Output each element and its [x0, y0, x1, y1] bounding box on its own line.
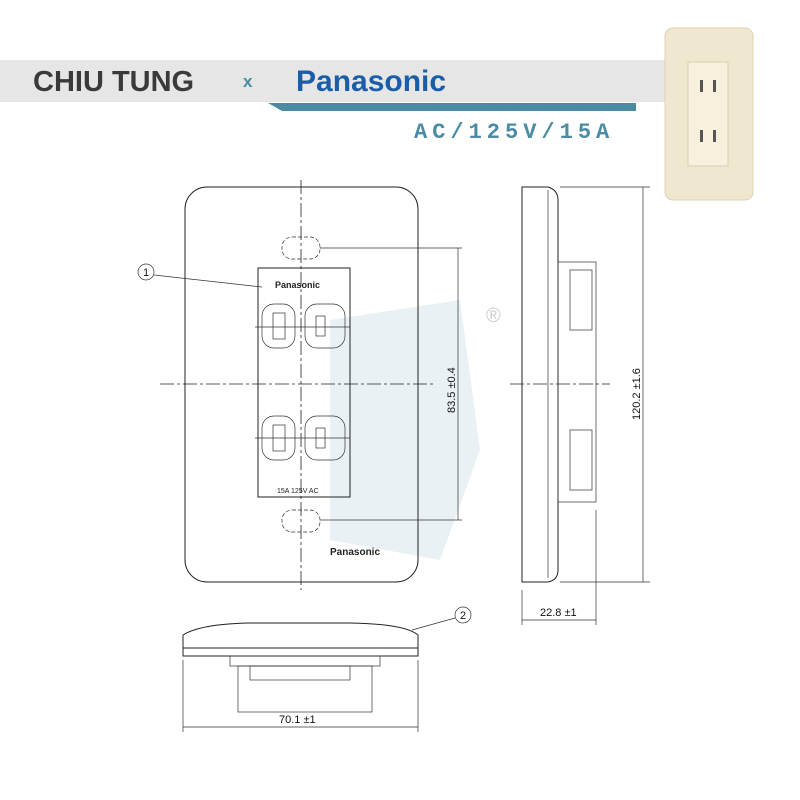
callout-2-circle	[454, 606, 472, 624]
product-photo	[664, 27, 754, 201]
dim-depth: 22.8 ±1	[540, 607, 577, 619]
callout-2: 2	[460, 610, 466, 622]
dim-hole-spacing: 83.5 ±0.4	[446, 367, 458, 413]
dim-width: 70.1 ±1	[279, 714, 316, 726]
registered-mark: ®	[486, 305, 501, 327]
callout-1: 1	[143, 267, 149, 279]
front-view	[160, 180, 462, 590]
callout-1-circle	[137, 263, 155, 281]
panasonic-logo: Panasonic	[296, 65, 446, 98]
socket-logo: Panasonic	[275, 280, 320, 290]
plate-logo: Panasonic	[330, 547, 380, 558]
bottom-view	[182, 622, 419, 732]
rating-label: 15A 125V AC	[277, 488, 319, 495]
separator-x: x	[243, 72, 253, 91]
dim-height: 120.2 ±1.6	[631, 368, 643, 420]
watermark-logo	[330, 300, 480, 560]
header-accent-bar	[268, 103, 636, 111]
chiu-tung-logo: CHIU TUNG	[33, 66, 194, 98]
spec-rating: AC/125V/15A	[414, 120, 614, 145]
header-band	[0, 60, 665, 102]
side-view	[510, 186, 650, 625]
